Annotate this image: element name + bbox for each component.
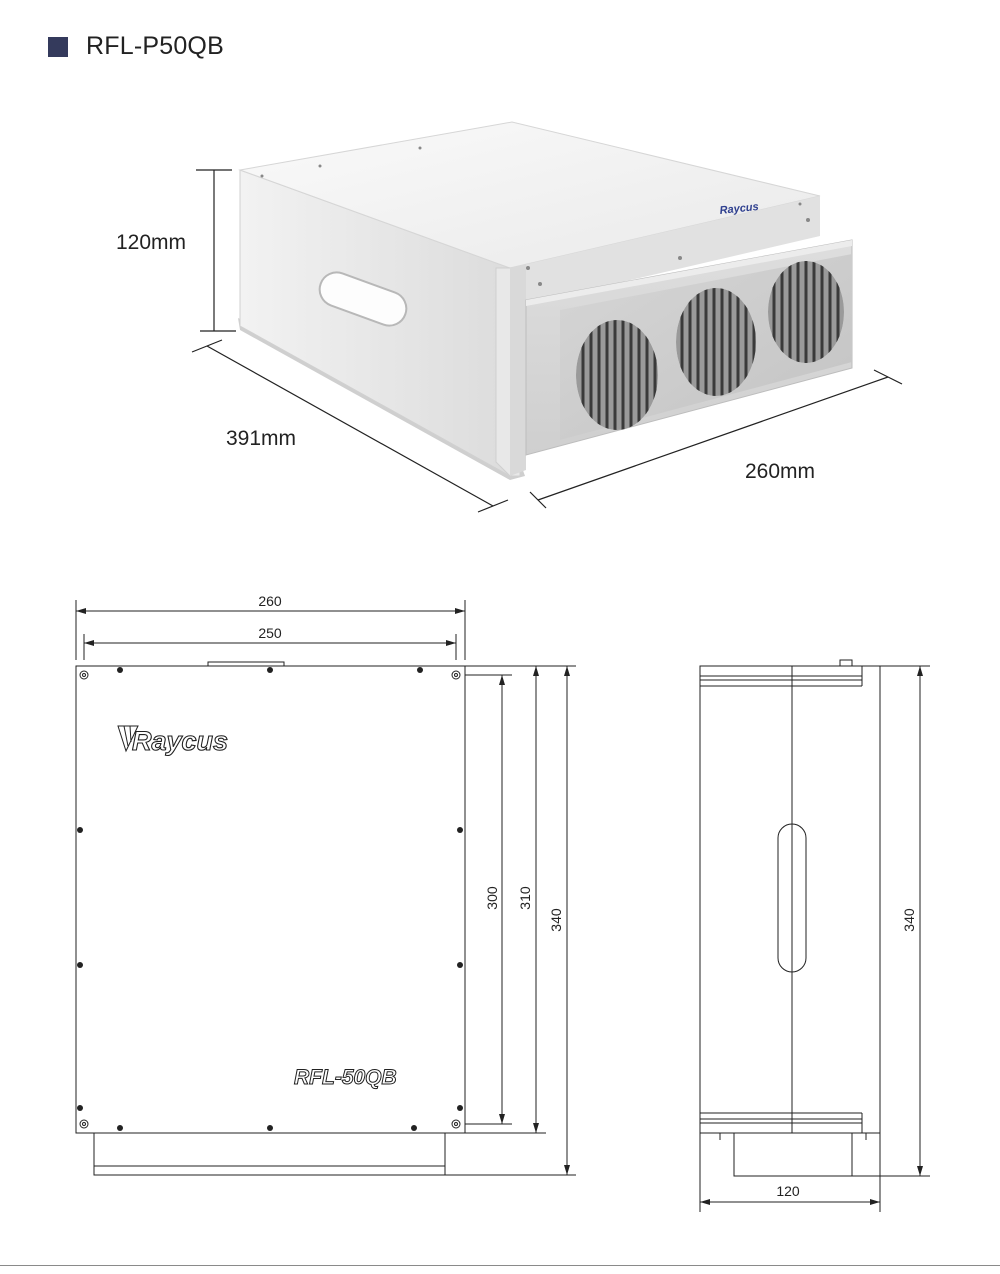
iso-length-label: 391mm bbox=[226, 427, 296, 450]
dim-width-250: 250 bbox=[258, 625, 282, 641]
dim-height-340: 340 bbox=[548, 908, 564, 932]
side-view-drawing: 340 120 bbox=[699, 659, 930, 1212]
front-view-drawing: Raycus RFL-50QB 260 250 300 310 340 bbox=[75, 593, 576, 1176]
isometric-view: Raycus 120mm 391mm 260mm bbox=[116, 121, 903, 513]
dim-height-300: 300 bbox=[484, 886, 500, 910]
page-header: RFL-P50QB bbox=[48, 32, 224, 61]
header-square-icon bbox=[48, 36, 68, 57]
dim-height-310: 310 bbox=[517, 886, 533, 910]
side-height-340: 340 bbox=[901, 908, 917, 932]
side-depth-120: 120 bbox=[776, 1183, 800, 1199]
bottom-divider bbox=[0, 1265, 1000, 1266]
dim-width-260: 260 bbox=[258, 593, 282, 609]
iso-brand-logo: Raycus bbox=[719, 201, 759, 217]
page-title: RFL-P50QB bbox=[86, 32, 224, 60]
iso-height-label: 120mm bbox=[116, 231, 186, 254]
front-brand-logo: Raycus bbox=[132, 726, 228, 756]
iso-width-label: 260mm bbox=[745, 460, 815, 483]
front-model-label: RFL-50QB bbox=[294, 1066, 397, 1089]
